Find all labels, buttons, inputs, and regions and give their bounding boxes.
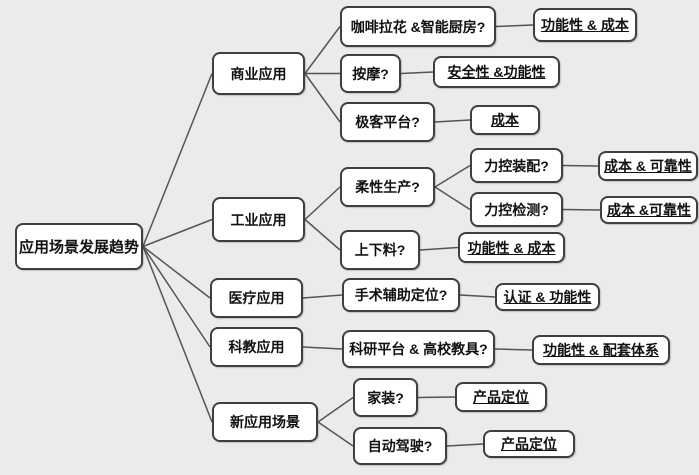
node-science-education-application[interactable]: 科教应用 (210, 327, 303, 367)
connector (142, 218, 213, 248)
connector (302, 294, 343, 299)
connector (142, 246, 211, 348)
node-commercial-application[interactable]: 商业应用 (212, 52, 305, 95)
node-safety-functionality[interactable]: 安全性 &功能性 (433, 56, 560, 88)
connector (417, 396, 456, 399)
node-functionality-cost-2[interactable]: 功能性 & 成本 (458, 232, 565, 263)
connector (142, 246, 213, 423)
node-coffee-art-smart-kitchen[interactable]: 咖啡拉花 &智能厨房? (340, 6, 496, 47)
node-certification-functionality[interactable]: 认证 & 功能性 (495, 283, 600, 311)
node-autonomous-driving[interactable]: 自动驾驶? (353, 427, 447, 465)
connector (317, 421, 354, 447)
connector (304, 218, 341, 251)
node-cost-reliability-1[interactable]: 成本 & 可靠性 (598, 151, 698, 181)
connector (317, 396, 354, 423)
connector (142, 73, 213, 247)
node-loading-unloading[interactable]: 上下料? (340, 230, 420, 270)
connector (142, 245, 211, 299)
node-flexible-production[interactable]: 柔性生产? (340, 167, 435, 207)
connector (400, 71, 434, 75)
node-massage[interactable]: 按摩? (340, 54, 401, 93)
node-cost-reliability-2[interactable]: 成本 &可靠性 (600, 196, 698, 224)
connector (494, 348, 533, 351)
node-new-application-scenarios[interactable]: 新应用场景 (212, 402, 318, 442)
node-force-control-assembly[interactable]: 力控装配? (470, 148, 563, 183)
node-home-decoration[interactable]: 家装? (353, 378, 418, 417)
connector (304, 73, 341, 123)
connector (434, 119, 471, 123)
connector (459, 294, 496, 298)
node-root-application-trends[interactable]: 应用场景发展趋势 (15, 223, 143, 270)
node-product-positioning-1[interactable]: 产品定位 (455, 382, 547, 412)
connector (495, 24, 534, 28)
node-research-platform-teaching-aids[interactable]: 科研平台 & 高校教具? (342, 330, 495, 368)
node-cost[interactable]: 成本 (470, 105, 540, 135)
connector (562, 164, 599, 167)
node-surgical-assist-positioning[interactable]: 手术辅助定位? (342, 278, 460, 312)
node-medical-application[interactable]: 医疗应用 (210, 278, 303, 318)
node-functionality-support-system[interactable]: 功能性 & 配套体系 (532, 335, 670, 365)
connector (419, 246, 459, 251)
node-product-positioning-2[interactable]: 产品定位 (483, 430, 575, 458)
connector (446, 443, 484, 447)
connector (302, 346, 343, 350)
node-industrial-application[interactable]: 工业应用 (212, 197, 305, 242)
connector (434, 186, 471, 211)
connector (434, 164, 471, 188)
connector (562, 208, 601, 211)
node-force-control-inspection[interactable]: 力控检测? (470, 192, 563, 227)
connector (304, 186, 341, 221)
connector (304, 26, 341, 74)
node-functionality-cost-1[interactable]: 功能性 & 成本 (533, 8, 637, 42)
node-geek-platform[interactable]: 极客平台? (340, 102, 435, 142)
